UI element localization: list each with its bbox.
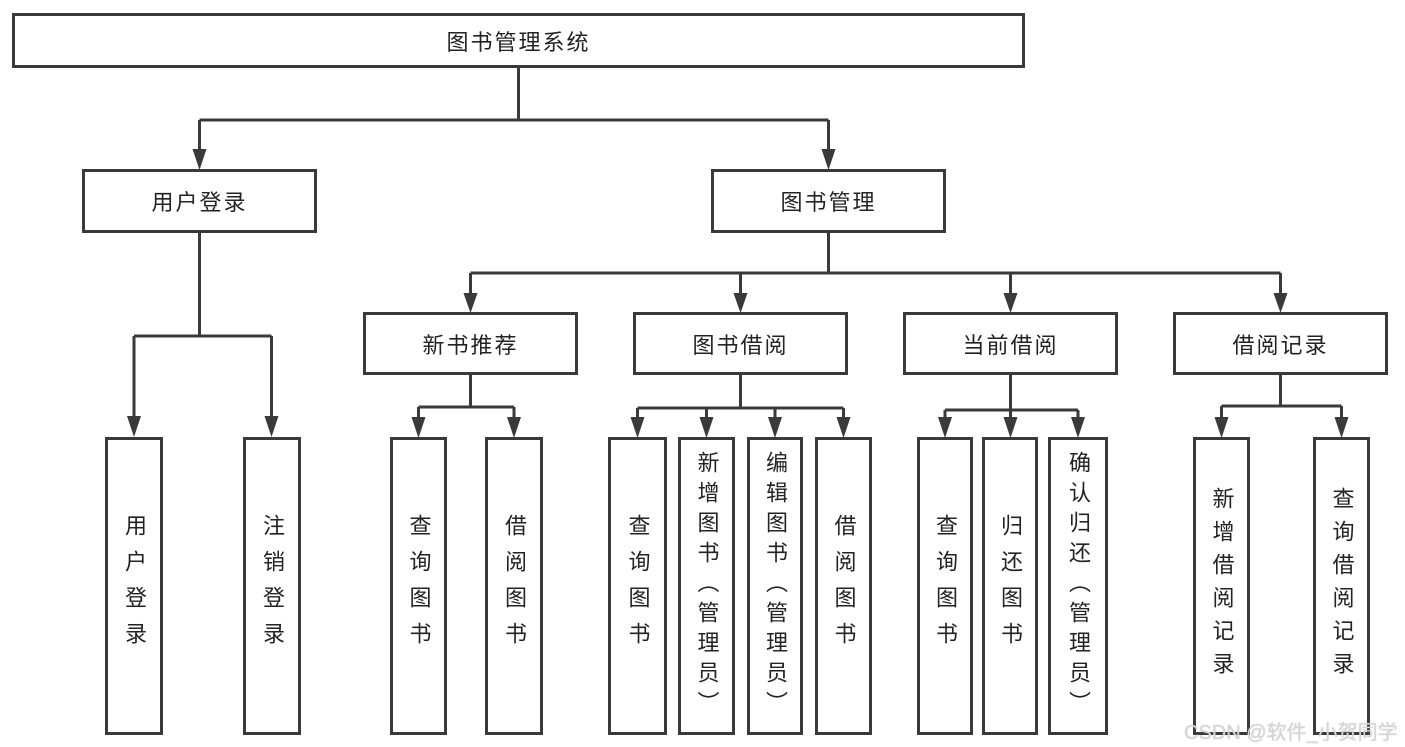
connector-current-borrow-children xyxy=(938,375,1085,438)
leaf-borrow-book-2-label: 借阅图书 xyxy=(831,514,857,658)
node-current-borrow-label: 当前借阅 xyxy=(962,332,1059,358)
leaf-add-borrow-record-label: 新增借阅记录 xyxy=(1209,487,1235,685)
leaf-add-book-admin: 新增图书（管理员） xyxy=(678,437,735,735)
leaf-query-book-1: 查询图书 xyxy=(390,437,447,735)
node-root-label: 图书管理系统 xyxy=(446,29,591,55)
leaf-confirm-return-admin: 确认归还（管理员） xyxy=(1048,437,1108,735)
connector-user-login-children xyxy=(127,233,279,437)
connector-book-borrow-children xyxy=(630,375,851,438)
node-book-borrow-label: 图书借阅 xyxy=(692,332,789,358)
leaf-query-book-3-label: 查询图书 xyxy=(933,514,958,658)
leaf-query-borrow-record-label: 查询借阅记录 xyxy=(1329,487,1355,685)
leaf-add-book-admin-label: 新增图书（管理员） xyxy=(694,451,720,721)
node-new-book-recommend: 新书推荐 xyxy=(363,312,578,375)
leaf-add-borrow-record: 新增借阅记录 xyxy=(1193,437,1250,735)
leaf-user-login-label: 用户登录 xyxy=(122,514,147,658)
node-book-management-label: 图书管理 xyxy=(780,190,877,215)
node-borrow-records-label: 借阅记录 xyxy=(1232,332,1329,358)
connector-borrow-record-children xyxy=(1214,375,1349,438)
leaf-return-book-label: 归还图书 xyxy=(998,514,1023,658)
leaf-borrow-book-2: 借阅图书 xyxy=(815,437,872,735)
node-book-management: 图书管理 xyxy=(711,169,946,233)
node-root: 图书管理系统 xyxy=(12,13,1025,68)
leaf-edit-book-admin-label: 编辑图书（管理员） xyxy=(763,451,788,721)
leaf-query-borrow-record: 查询借阅记录 xyxy=(1313,437,1370,735)
leaf-return-book: 归还图书 xyxy=(982,437,1038,735)
node-borrow-records: 借阅记录 xyxy=(1173,312,1388,375)
node-book-borrow: 图书借阅 xyxy=(633,312,848,375)
connector-root-to-level2 xyxy=(192,68,836,170)
node-new-book-recommend-label: 新书推荐 xyxy=(422,332,519,358)
leaf-query-book-2: 查询图书 xyxy=(608,437,667,735)
leaf-query-book-1-label: 查询图书 xyxy=(406,514,432,658)
leaf-query-book-3: 查询图书 xyxy=(917,437,973,735)
node-current-borrow: 当前借阅 xyxy=(903,312,1118,375)
leaf-confirm-return-admin-label: 确认归还（管理员） xyxy=(1066,451,1091,721)
leaf-user-login: 用户登录 xyxy=(105,437,163,735)
node-user-login: 用户登录 xyxy=(82,169,317,233)
leaf-borrow-book-1: 借阅图书 xyxy=(485,437,543,735)
node-user-login-label: 用户登录 xyxy=(151,190,248,215)
connector-new-book-children xyxy=(411,375,521,438)
leaf-borrow-book-1-label: 借阅图书 xyxy=(502,514,527,658)
leaf-logout-label: 注销登录 xyxy=(260,514,285,658)
leaf-query-book-2-label: 查询图书 xyxy=(625,514,651,658)
connector-book-management-children xyxy=(463,233,1288,313)
watermark: CSDN @软件_小贺同学 xyxy=(1184,722,1398,744)
leaf-logout: 注销登录 xyxy=(243,437,301,735)
leaf-edit-book-admin: 编辑图书（管理员） xyxy=(747,437,803,735)
